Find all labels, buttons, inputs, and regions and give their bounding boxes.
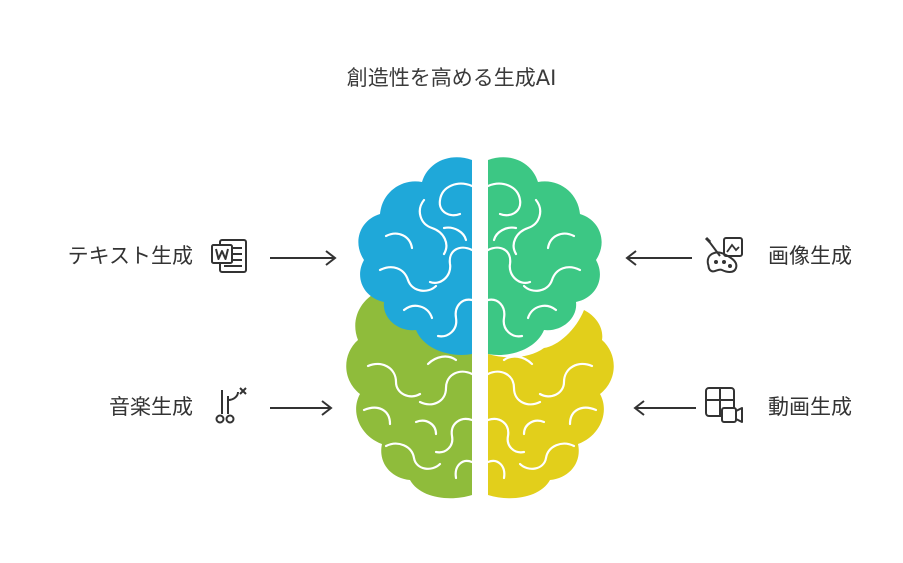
arrow-text-to-brain [268, 248, 340, 268]
label-music-generation: 音楽生成 [109, 395, 193, 419]
video-camera-grid-icon [702, 384, 746, 428]
brain-diagram [320, 140, 640, 510]
arrow-video-to-brain [630, 398, 702, 418]
text-lobe [358, 157, 472, 355]
music-tuning-fork-icon [208, 384, 252, 428]
arrow-image-to-brain [622, 248, 694, 268]
label-text-generation: テキスト生成 [67, 244, 193, 268]
label-image-generation: 画像生成 [768, 244, 852, 268]
word-document-icon [208, 234, 252, 278]
label-video-generation: 動画生成 [768, 395, 852, 419]
arrow-music-to-brain [268, 398, 340, 418]
image-lobe [488, 157, 602, 355]
paint-palette-image-icon [702, 234, 746, 278]
diagram-title: 創造性を高める生成AI [346, 66, 557, 90]
